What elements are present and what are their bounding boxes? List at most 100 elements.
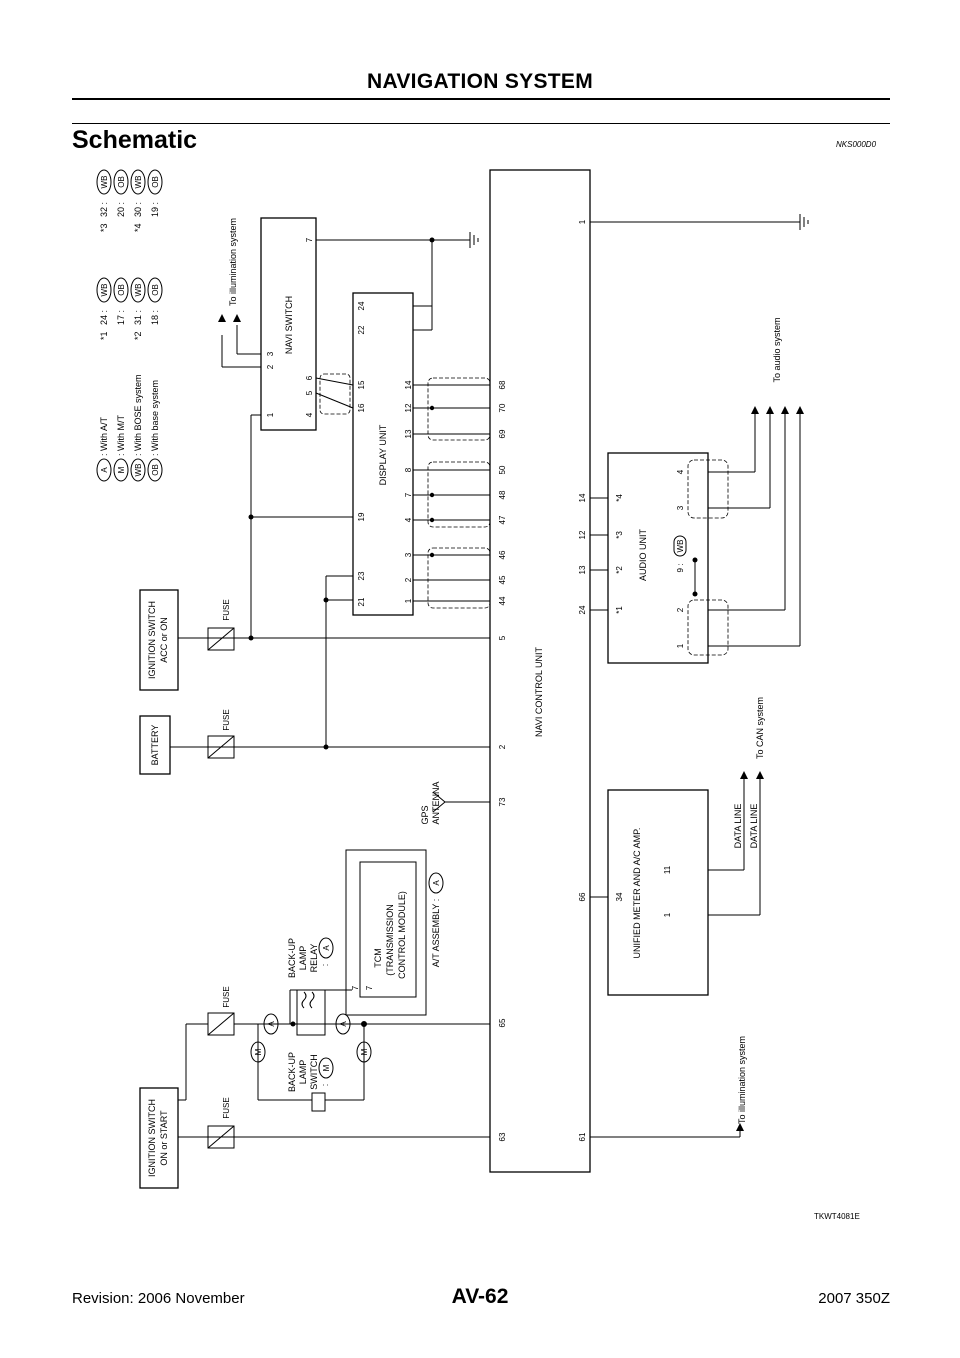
model-text: 2007 350Z	[818, 1290, 890, 1307]
fuse-acc: FUSE	[207, 599, 235, 651]
fuse-label: FUSE	[222, 709, 231, 730]
fuse-label: FUSE	[222, 986, 231, 1007]
ign-acc-label: IGNITION SWITCH	[147, 601, 157, 679]
pin-label: 4	[404, 517, 413, 522]
ign-acc-label-2: ACC or ON	[159, 617, 169, 663]
switch-label-3: SWITCH	[309, 1054, 319, 1090]
pin-label: 7	[351, 985, 360, 990]
pin-label: 47	[498, 515, 507, 524]
pin-label: 8	[404, 467, 413, 472]
legend-pin: 32 :	[99, 202, 109, 217]
at-assembly-label: A/T ASSEMBLY :	[431, 899, 441, 968]
pin-label: 70	[498, 403, 507, 412]
wiring: A A M M	[170, 214, 809, 1138]
pin-label: 68	[498, 380, 507, 389]
pin-label: 3	[676, 505, 685, 510]
pin-label: 21	[357, 597, 366, 606]
tcm-label-3: CONTROL MODULE)	[397, 891, 407, 979]
pin-label: 65	[498, 1018, 507, 1027]
pin-label: *4	[615, 494, 624, 502]
legend-pin: 30 :	[133, 202, 143, 217]
legend-ref: *4	[133, 223, 143, 232]
pin-label: 13	[578, 565, 587, 574]
connector-code: M	[322, 1064, 331, 1071]
connector-code: A	[339, 1021, 348, 1027]
pin-label: 2	[676, 607, 685, 612]
pin-label: *3	[615, 531, 624, 539]
backup-lamp-switch: BACK-UP LAMP SWITCH : M	[287, 1052, 334, 1092]
pin-label: 66	[578, 892, 587, 901]
pin-label: 7	[305, 237, 314, 242]
legend-text: : With base system	[150, 380, 160, 456]
legend-pin: 19 :	[150, 202, 160, 217]
pin-label: 1	[578, 219, 587, 224]
data-line-label: DATA LINE	[749, 804, 759, 849]
colon: :	[320, 1084, 330, 1087]
pin-label: 7	[404, 492, 413, 497]
relay-label: BACK-UP	[287, 938, 297, 978]
navi-control-unit-label: NAVI CONTROL UNIT	[534, 647, 544, 738]
legend-text: : With M/T	[116, 415, 126, 456]
legend: A : With A/T M : With M/T WB : With BOSE…	[96, 169, 163, 482]
pin-label: 15	[357, 380, 366, 389]
navi-switch: NAVI SWITCH 1 2 3 4 5 6 7	[260, 217, 317, 431]
legend-pin-code: OB	[117, 284, 126, 296]
connector-code: WB	[676, 540, 685, 553]
connector-code: M	[254, 1048, 263, 1055]
legend-ref: *2	[133, 331, 143, 340]
legend-pin-code: OB	[151, 284, 160, 296]
display-unit: DISPLAY UNIT 1 2 3 4 7 8 13 12 14 21 23 …	[352, 292, 414, 616]
legend-pin-code: OB	[117, 176, 126, 188]
navi-control-unit: NAVI CONTROL UNIT 63 65 73 2 5 44 45 46 …	[489, 169, 591, 1173]
pin-label: 11	[663, 865, 672, 874]
pin-label: 48	[498, 490, 507, 499]
ign-start-label: IGNITION SWITCH	[147, 1099, 157, 1177]
fuse-battery: FUSE	[207, 709, 235, 759]
pin-label: 19	[357, 512, 366, 521]
pin-label: 1	[266, 412, 275, 417]
pin-label: 24	[357, 301, 366, 310]
pin-label: 5	[498, 635, 507, 640]
colon: :	[320, 964, 330, 967]
note-can: To CAN system	[755, 697, 765, 759]
fuse-label: FUSE	[222, 1097, 231, 1118]
legend-pin-code: WB	[100, 284, 109, 297]
legend-pin-code: OB	[151, 176, 160, 188]
meter-label: UNIFIED METER AND A/C AMP.	[632, 828, 642, 959]
legend-ref: *1	[99, 331, 109, 340]
legend-code: A	[100, 467, 109, 473]
revision-text: Revision: 2006 November	[72, 1290, 245, 1307]
pin-label: 12	[578, 530, 587, 539]
connector-code: A	[432, 880, 441, 886]
note-illumination: To illumination system	[228, 218, 238, 306]
note-audio: To audio system	[772, 317, 782, 382]
tcm: 7 7 TCM (TRANSMISSION CONTROL MODULE) A/…	[345, 849, 444, 1016]
pin-label: 14	[578, 493, 587, 502]
display-unit-label: DISPLAY UNIT	[378, 424, 388, 485]
gps-label: GPS	[420, 805, 430, 824]
pin-label: 46	[498, 550, 507, 559]
tcm-label: TCM	[373, 948, 383, 968]
pin-label: 9 :	[676, 564, 685, 573]
note-illumination-2: To illumination system	[737, 1036, 747, 1124]
pin-label: 16	[357, 403, 366, 412]
pin-label: 4	[676, 469, 685, 474]
fuse-label: FUSE	[222, 599, 231, 620]
legend-pin: 20 :	[116, 202, 126, 217]
relay-label-3: RELAY	[309, 944, 319, 973]
battery-label: BATTERY	[150, 725, 160, 766]
connector-code: M	[360, 1048, 369, 1055]
pin-label: 3	[404, 552, 413, 557]
legend-code: WB	[134, 464, 143, 477]
header-rule	[72, 98, 890, 100]
legend-pin: 18 :	[150, 310, 160, 325]
pin-label: 73	[498, 797, 507, 806]
relay-label-2: LAMP	[298, 946, 308, 971]
pin-label: 45	[498, 575, 507, 584]
pin-label: *1	[615, 606, 624, 614]
pin-label: 6	[305, 375, 314, 380]
pin-label: 2	[266, 364, 275, 369]
battery: BATTERY	[139, 715, 171, 775]
pin-label: 13	[404, 429, 413, 438]
